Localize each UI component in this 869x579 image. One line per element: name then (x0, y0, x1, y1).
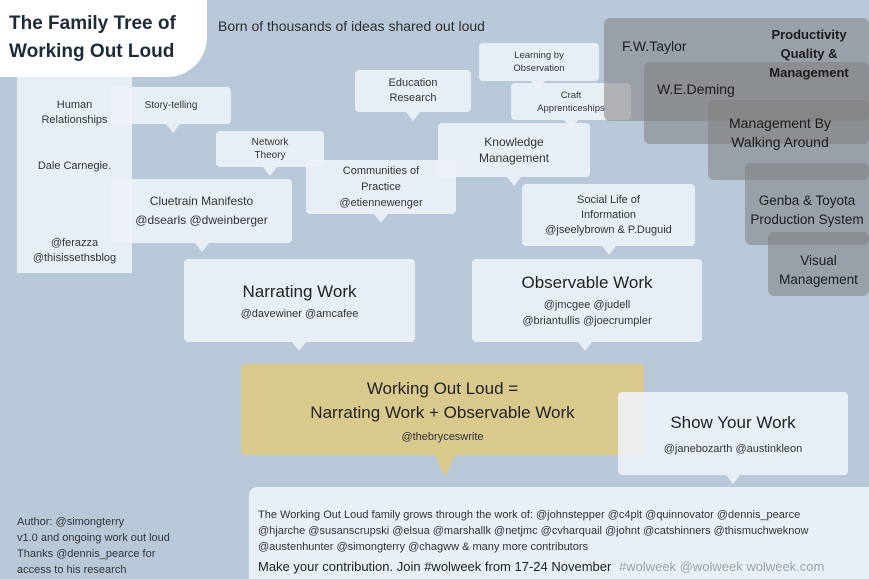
author-credits: Author: @simongterry v1.0 and ongoing wo… (17, 516, 170, 576)
storytelling-bubble: Story-telling (111, 87, 231, 133)
narrating-work-title: Narrating Work (242, 281, 357, 301)
show-your-work-handles: @janebozarth @austinkleon (663, 442, 803, 455)
deming-label: W.E.Deming (657, 81, 735, 97)
title-panel (0, 0, 207, 77)
wol-handle: @thebryceswrite (401, 430, 484, 443)
knowledge-management-bubble: Knowledge Management (438, 123, 590, 186)
family-cta-row: Make your contribution. Join #wolweek fr… (258, 559, 869, 574)
human-relationships-label: Human Relationships (41, 99, 108, 126)
dale-carnegie-label: Dale Carnegie. (37, 160, 112, 172)
title-line-1: The Family Tree of (9, 13, 176, 34)
wol-line-1: Working Out Loud = (366, 378, 519, 398)
subtitle: Born of thousands of ideas shared out lo… (218, 18, 485, 34)
wol-line-2: Narrating Work + Observable Work (310, 402, 575, 422)
management-heading: Productivity Quality & Management (769, 27, 849, 80)
learning-by-observation-bubble: Learning by Observation (479, 43, 599, 90)
left-handles: @ferazza @thisissethsblog (32, 237, 117, 264)
observable-work-title: Observable Work (521, 272, 653, 292)
communities-of-practice-bubble: Communities of Practice @etiennewenger (306, 160, 456, 223)
education-research-bubble: Education Research (355, 70, 471, 121)
visual-management-panel (768, 232, 869, 296)
family-box: The Working Out Loud family grows throug… (249, 487, 869, 579)
family-text: The Working Out Loud family grows throug… (258, 509, 809, 553)
page-title: The Family Tree of Working Out Loud (9, 10, 176, 66)
social-life-bubble: Social Life of Information @jseelybrown … (522, 184, 695, 255)
genba-panel (745, 163, 869, 245)
working-out-loud-bubble: Working Out Loud = Narrating Work + Obse… (241, 364, 644, 477)
visual-management-label: Visual Management (779, 253, 858, 287)
title-line-2: Working Out Loud (9, 41, 175, 62)
show-your-work-title: Show Your Work (670, 412, 796, 432)
wolweek-tags: #wolweek @wolweek wolweek.com (618, 559, 825, 574)
family-cta: Make your contribution. Join #wolweek fr… (258, 559, 612, 574)
mbwa-label: Management By Walking Around (729, 115, 831, 150)
narrating-work-bubble: Narrating Work @davewiner @amcafee (184, 259, 415, 351)
show-your-work-bubble: Show Your Work @janebozarth @austinkleon (618, 392, 848, 484)
cluetrain-bubble: Cluetrain Manifesto @dsearls @dweinberge… (111, 179, 292, 252)
genba-label: Genba & Toyota Production System (750, 193, 864, 227)
taylor-label: F.W.Taylor (622, 38, 687, 54)
observable-work-bubble: Observable Work @jmcgee @judell @briantu… (472, 259, 702, 351)
narrating-work-handles: @davewiner @amcafee (240, 307, 359, 320)
